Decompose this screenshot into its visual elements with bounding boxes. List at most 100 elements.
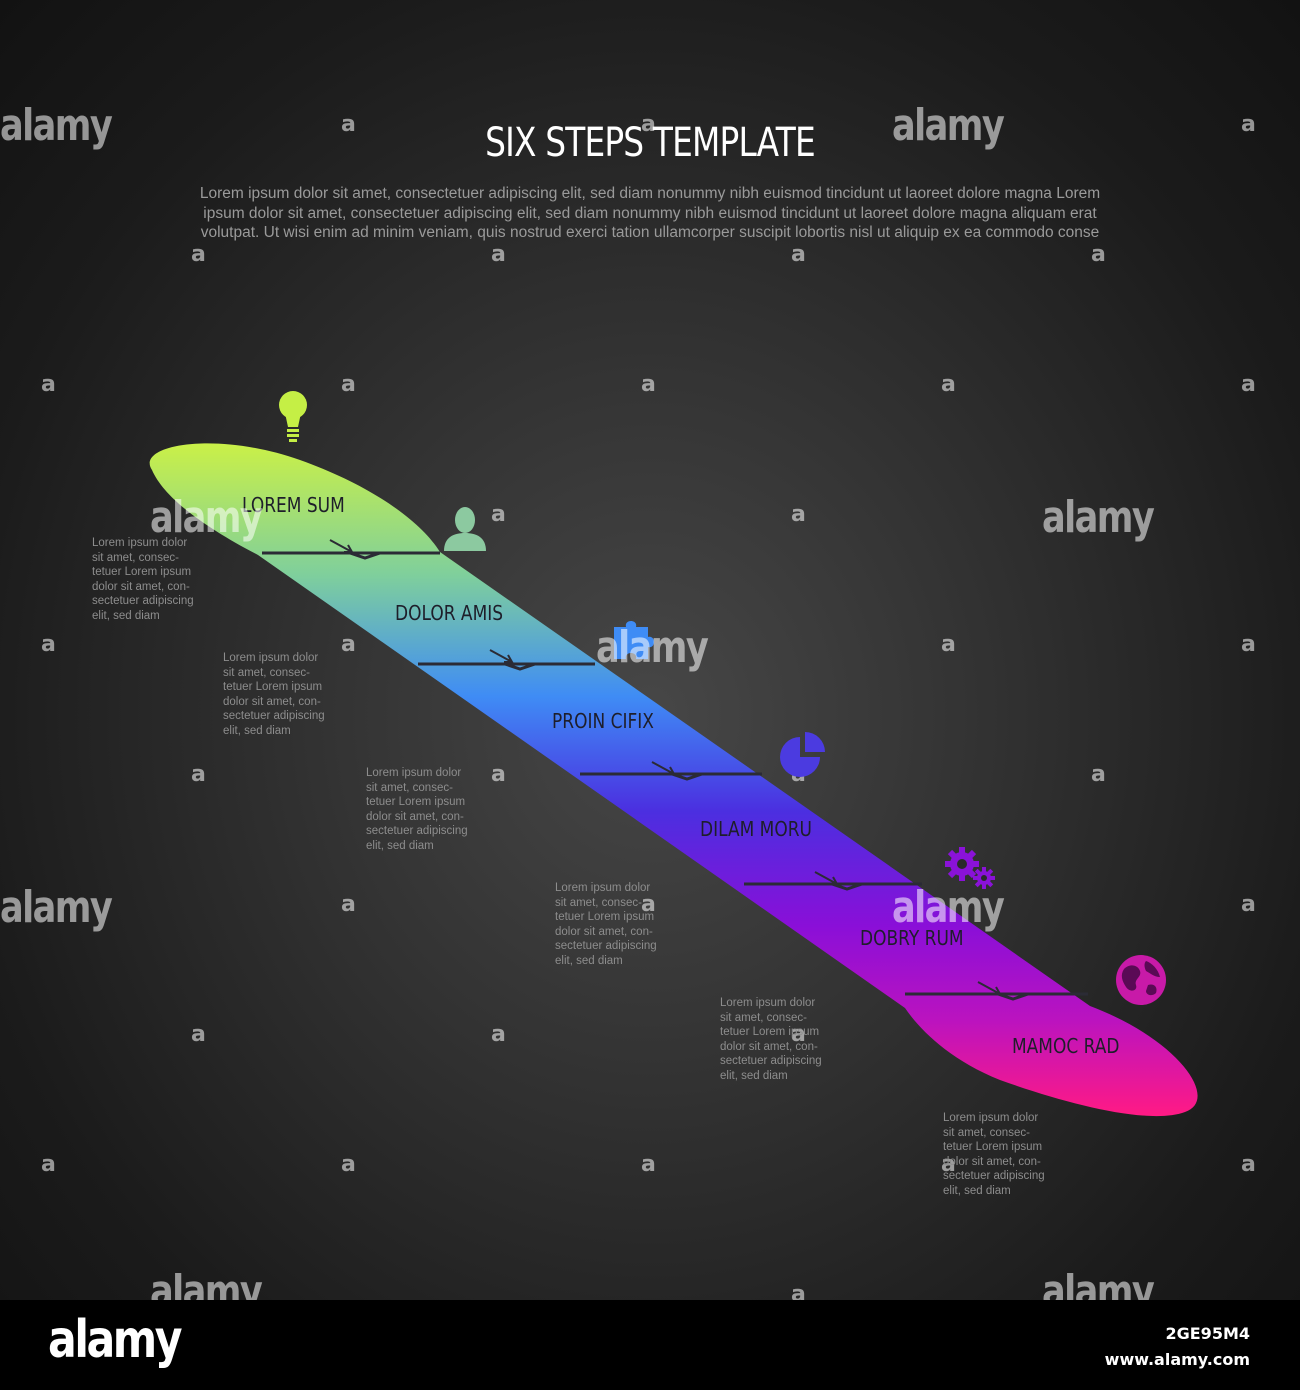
description-line: dolor sit amet, con- [720, 1040, 818, 1053]
description-line: tetuer Lorem ipsum [720, 1026, 820, 1039]
watermark-letter: a [1241, 112, 1256, 137]
description-line: sectetuer adipiscing [943, 1170, 1045, 1183]
watermark-letter: a [341, 1152, 356, 1177]
step-separator [418, 662, 595, 671]
description-line: Lorem ipsum dolor [943, 1112, 1039, 1124]
footer-url: www.alamy.com [1104, 1350, 1250, 1369]
step-separator [262, 551, 440, 560]
description-line: dolor sit amet, con- [223, 695, 321, 708]
description-line: elit, sed diam [720, 1069, 788, 1082]
description-line: sit amet, consec- [943, 1126, 1030, 1139]
watermark-letter: a [641, 372, 656, 397]
step-description: Lorem ipsum dolor sit amet, consec- tetu… [223, 651, 335, 739]
stock-footer-bar: alamy 2GE95M4 www.alamy.com [0, 1300, 1300, 1390]
description-line: tetuer Lorem ipsum [223, 681, 323, 694]
step-description: Lorem ipsum dolor sit amet, consec- tetu… [720, 996, 832, 1084]
description-line: elit, sed diam [223, 724, 291, 737]
watermark-letter: a [341, 632, 356, 657]
description-line: sectetuer adipiscing [720, 1055, 822, 1068]
watermark-letter: a [191, 762, 206, 787]
gears-icon [945, 847, 995, 889]
footer-logo: alamy [48, 1310, 183, 1370]
description-line: sit amet, consec- [366, 781, 453, 794]
step-label: PROIN CIFIX [552, 709, 654, 733]
description-line: dolor sit amet, con- [555, 925, 653, 938]
watermark-letter: a [941, 632, 956, 657]
user-icon [444, 507, 486, 551]
watermark-letter: a [341, 892, 356, 917]
separator-arrow [489, 649, 514, 663]
steps-band [149, 443, 1198, 1117]
infographic-canvas: a a a a a a a a a a a a a a a a a a a a … [0, 0, 1300, 1300]
step-label: DOLOR AMIS [395, 601, 504, 625]
puzzle-icon [614, 621, 654, 659]
intro-line: Lorem ipsum dolor sit amet, consectetuer… [199, 185, 1101, 202]
separator-arrow [977, 981, 1002, 995]
watermark-letter: a [1241, 1152, 1256, 1177]
description-line: sit amet, consec- [223, 666, 310, 679]
description-line: sectetuer adipiscing [366, 825, 468, 838]
pie-chart-icon [780, 732, 825, 777]
description-line: tetuer Lorem ipsum [366, 796, 466, 809]
step-label: DILAM MORU [700, 817, 812, 841]
separator-arrow [814, 871, 839, 885]
watermark-logo: alamy [0, 882, 113, 933]
step-description: Lorem ipsum dolor sit amet, consec- tetu… [366, 766, 478, 854]
description-line: dolor sit amet, con- [92, 580, 190, 593]
diagonal-steps-diagram [149, 443, 1198, 1117]
intro-paragraph: Lorem ipsum dolor sit amet, consectetuer… [180, 184, 1120, 243]
step-separator [744, 882, 922, 891]
watermark-letter: a [191, 1022, 206, 1047]
watermark-letter: a [41, 632, 56, 657]
watermark-letter: a [641, 892, 656, 917]
globe-icon [1116, 955, 1166, 1005]
watermark-letter: a [341, 112, 356, 137]
step-label: MAMOC RAD [1012, 1034, 1120, 1058]
watermark-letter: a [791, 1022, 806, 1047]
description-line: elit, sed diam [555, 954, 623, 967]
description-line: sit amet, consec- [720, 1011, 807, 1024]
description-line: tetuer Lorem ipsum [555, 911, 655, 924]
step-label: DOBRY RUM [860, 926, 964, 950]
step-description: Lorem ipsum dolor sit amet, consec- tetu… [555, 881, 667, 969]
watermark-letter: a [1091, 242, 1106, 267]
watermark-letter: a [791, 502, 806, 527]
step-label: LOREM SUM [242, 493, 345, 517]
watermark-letter: a [41, 372, 56, 397]
watermark-logo: alamy [892, 100, 1005, 151]
step-separator [905, 992, 1088, 1001]
watermark-letter: a [941, 372, 956, 397]
watermark-logo: alamy [892, 882, 1005, 933]
watermark-logo: alamy [596, 622, 709, 673]
description-line: elit, sed diam [943, 1184, 1011, 1197]
watermark-letter: a [41, 1152, 56, 1177]
watermark-letter: a [1091, 762, 1106, 787]
watermark-logo: alamy [1042, 492, 1155, 543]
watermark-letter: a [491, 242, 506, 267]
description-line: sectetuer adipiscing [555, 940, 657, 953]
watermark-letter: a [341, 372, 356, 397]
description-line: sectetuer adipiscing [92, 595, 194, 608]
step-separator [580, 772, 762, 781]
step-description: Lorem ipsum dolor sit amet, consec- tetu… [92, 536, 204, 624]
separator-arrow [651, 761, 676, 775]
watermark-letter: a [641, 112, 656, 137]
watermark-logo: alamy [0, 100, 113, 151]
watermark-letter: a [1241, 372, 1256, 397]
description-line: dolor sit amet, con- [366, 810, 464, 823]
description-line: sit amet, consec- [555, 896, 642, 909]
description-line: tetuer Lorem ipsum [92, 566, 192, 579]
watermark-letter: a [791, 1282, 806, 1300]
description-line: Lorem ipsum dolor [720, 997, 816, 1009]
image-id: 2GE95M4 [1165, 1324, 1250, 1343]
intro-line: ipsum dolor sit amet, consectetuer adipi… [203, 204, 1097, 222]
description-line: elit, sed diam [366, 839, 434, 852]
watermark-letter: a [491, 762, 506, 787]
step-separators [262, 539, 1088, 1001]
description-line: sectetuer adipiscing [223, 710, 325, 723]
step-description: Lorem ipsum dolor sit amet, consec- tetu… [943, 1111, 1055, 1199]
description-line: Lorem ipsum dolor [366, 767, 462, 779]
description-line: elit, sed diam [92, 609, 160, 622]
watermark-letter: a [1241, 632, 1256, 657]
watermark-letter: a [191, 242, 206, 267]
